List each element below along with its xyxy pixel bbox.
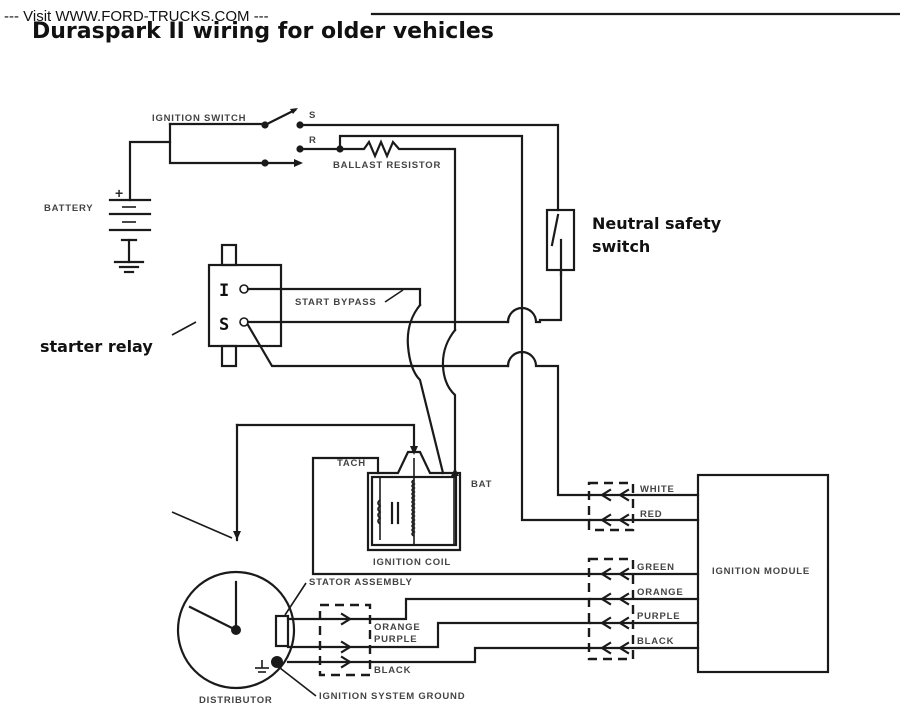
module-wires — [588, 488, 700, 655]
neutral-safety-switch: Neutral safety switch — [545, 208, 722, 277]
ballast-resistor-label: BALLAST RESISTOR — [333, 160, 441, 171]
starter-relay: I S starter relay — [40, 243, 283, 368]
module-wire-white: WHITE — [640, 484, 675, 495]
battery: BATTERY + — [44, 185, 152, 274]
switch-s-label: S — [309, 110, 316, 121]
module-connector-top — [587, 481, 635, 532]
starter-relay-label: starter relay — [40, 337, 153, 356]
start-bypass-label: START BYPASS — [295, 297, 377, 308]
neutral-safety-label-2: switch — [592, 237, 650, 256]
ignition-module: IGNITION MODULE — [696, 473, 830, 674]
relay-s-label: S — [219, 315, 229, 335]
bat-label: BAT — [471, 479, 492, 490]
ballast-resistor: BALLAST RESISTOR — [333, 139, 457, 332]
module-wire-black: BLACK — [637, 636, 674, 647]
distributor-connector-arrows — [340, 612, 353, 669]
neutral-safety-label-1: Neutral safety — [592, 214, 722, 233]
diagram-title: Duraspark II wiring for older vehicles — [32, 19, 494, 44]
module-wire-green: GREEN — [637, 562, 675, 573]
module-connector-bottom — [587, 557, 635, 661]
distributor-label: DISTRIBUTOR — [199, 695, 273, 706]
ignition-coil-label: IGNITION COIL — [373, 557, 451, 568]
battery-label: BATTERY — [44, 203, 93, 214]
relay-i-label: I — [219, 281, 229, 301]
module-wire-purple: PURPLE — [637, 611, 680, 622]
dist-wire-purple: PURPLE — [374, 634, 417, 645]
ignition-coil: TACH BAT IGNITION COIL — [337, 450, 492, 568]
module-wire-red: RED — [640, 509, 662, 520]
tach-label: TACH — [337, 458, 366, 469]
dist-wire-orange: ORANGE — [374, 622, 421, 633]
ignition-switch-label: IGNITION SWITCH — [152, 113, 246, 124]
module-wire-orange: ORANGE — [637, 587, 684, 598]
battery-plus: + — [115, 185, 124, 201]
site-banner: --- Visit WWW.FORD-TRUCKS.COM --- — [4, 8, 269, 25]
ignition-switch: IGNITION SWITCH S R — [152, 108, 317, 167]
ignition-module-label: IGNITION MODULE — [712, 566, 810, 577]
switch-r-label: R — [309, 135, 317, 146]
distributor: DISTRIBUTOR — [176, 570, 296, 706]
ignition-system-ground-label: IGNITION SYSTEM GROUND — [319, 691, 465, 702]
dist-wire-black: BLACK — [374, 665, 411, 676]
stator-assembly-label: STATOR ASSEMBLY — [309, 577, 413, 588]
